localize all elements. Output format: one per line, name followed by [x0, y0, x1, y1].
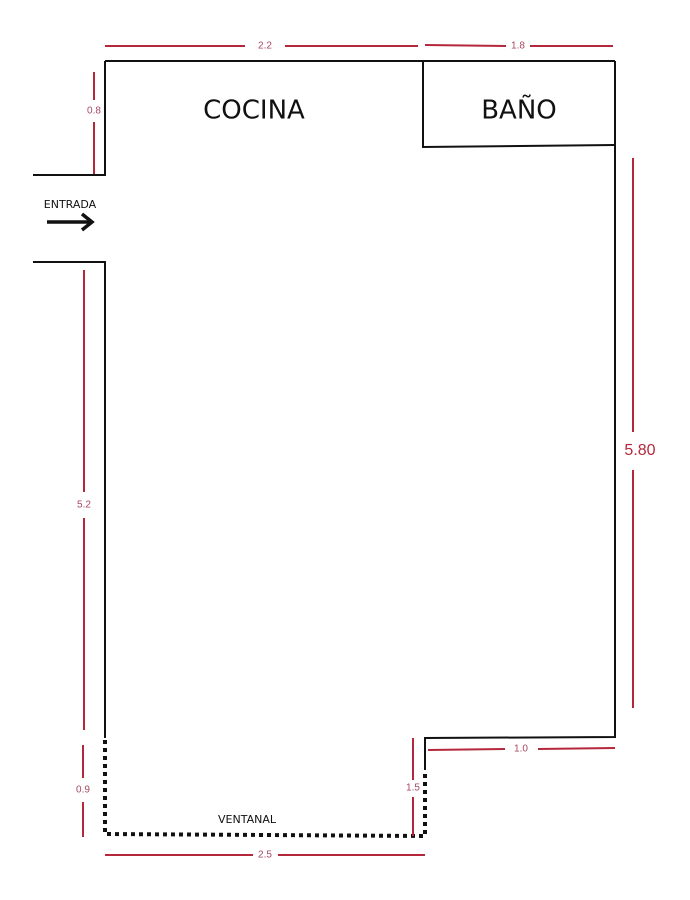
dim-top-left: 2.2 [258, 41, 272, 52]
dim-left-main: 5.2 [77, 500, 91, 511]
entrance-arrow-icon [47, 212, 95, 232]
window-label: VENTANAL [218, 813, 277, 826]
dim-step-vertical: 1.5 [406, 783, 420, 794]
room-label-bathroom: BAÑO [481, 94, 557, 126]
dim-left-top: 0.8 [87, 106, 101, 117]
walls [33, 60, 616, 839]
bathroom-walls [422, 61, 616, 149]
left-wall-upper [33, 61, 106, 176]
left-wall-lower [33, 261, 106, 738]
dim-step-horizontal: 1.0 [514, 744, 528, 755]
dimension-lines: 2.2 1.8 0.8 5.2 0.9 2.5 1.5 1.0 5.80 [76, 41, 656, 861]
dim-bottom: 2.5 [258, 850, 272, 861]
entrance-label: ENTRADA [44, 198, 97, 211]
right-wall [424, 61, 616, 770]
dim-right-total: 5.80 [624, 442, 655, 459]
dim-top-right: 1.8 [511, 41, 525, 52]
dim-left-bottom: 0.9 [76, 785, 90, 796]
room-label-kitchen: COCINA [203, 96, 305, 126]
